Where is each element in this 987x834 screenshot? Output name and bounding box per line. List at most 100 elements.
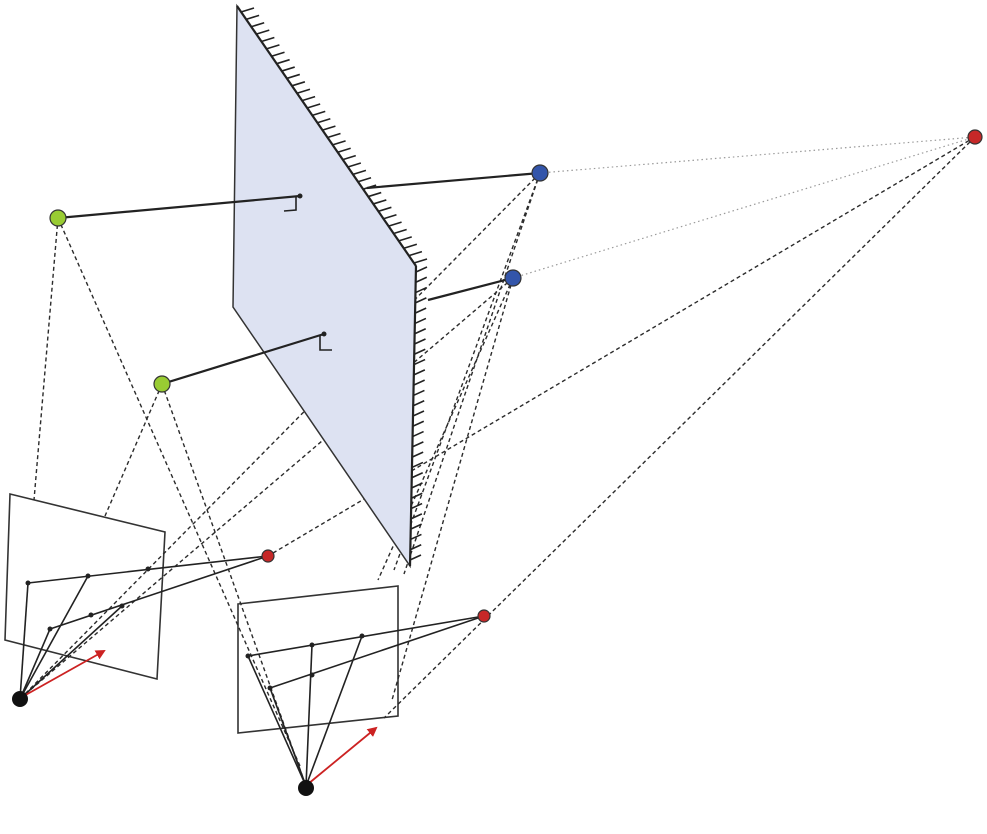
mirror-edge-top — [236, 5, 417, 267]
ray — [391, 277, 514, 701]
hatch-tick — [414, 327, 427, 335]
mirror-foot-point — [297, 193, 303, 199]
hatch-tick — [286, 73, 301, 80]
hatch-tick — [271, 51, 285, 58]
image-line — [247, 615, 485, 657]
real-point-2 — [153, 375, 171, 393]
hatch-tick — [347, 162, 362, 168]
hatch-tick — [413, 389, 425, 397]
mirror-foot-point — [321, 331, 327, 337]
hatch-tick — [240, 7, 255, 13]
camera1-image-plane — [4, 492, 166, 681]
real-point-1 — [49, 209, 67, 227]
image-point — [309, 672, 315, 678]
hatch-tick — [413, 369, 426, 376]
hatch-tick — [415, 276, 428, 284]
hatch-tick — [393, 228, 407, 235]
epipole-camera2 — [477, 609, 491, 623]
hatch-tick — [337, 147, 351, 154]
hatch-tick — [411, 461, 424, 469]
camera1-axis-arrow — [21, 650, 106, 698]
hatch-tick — [415, 297, 427, 304]
hatch-tick — [413, 358, 426, 366]
camera-ray — [19, 605, 123, 700]
dotted-ray — [512, 136, 976, 279]
hatch-tick — [412, 441, 424, 448]
image-point — [309, 642, 315, 648]
projection-rays — [19, 136, 976, 787]
camera1-center — [12, 691, 28, 707]
hatch-tick — [388, 221, 402, 227]
hatch-tick — [414, 317, 427, 325]
right-angle-mark — [319, 336, 332, 351]
camera-ray — [305, 644, 313, 787]
hatch-tick — [250, 22, 265, 28]
camera2-image-plane — [237, 585, 399, 734]
camera2-axis-arrow — [307, 726, 378, 785]
epipole-far — [967, 129, 983, 145]
hatch-tick — [411, 471, 424, 479]
camera2-lines — [245, 615, 485, 787]
camera1-lines — [19, 555, 269, 700]
real-to-mirror-line — [161, 332, 325, 386]
image-point — [88, 612, 94, 618]
hatch-tick — [312, 110, 326, 117]
image-point — [47, 626, 53, 632]
hatch-tick — [352, 169, 367, 176]
hatch-tick — [306, 103, 321, 109]
hatch-tick — [415, 266, 428, 273]
ray — [383, 136, 976, 719]
hatch-tick — [412, 430, 424, 438]
ray — [33, 217, 59, 501]
camera-ray — [19, 575, 89, 700]
image-point — [267, 685, 273, 691]
image-point — [359, 633, 365, 639]
ray — [161, 383, 307, 787]
hatch-tick — [383, 213, 397, 220]
image-point — [85, 573, 91, 579]
image-point — [245, 653, 251, 659]
virtual-point-1 — [531, 164, 549, 182]
ray — [104, 383, 163, 517]
mirror-to-virtual-line — [427, 276, 514, 302]
hatch-tick — [367, 191, 382, 198]
hatch-tick — [281, 66, 295, 72]
camera-ray — [19, 628, 51, 700]
hatch-tick — [410, 513, 423, 520]
reflection-lines — [57, 171, 541, 386]
hatch-tick — [357, 177, 372, 183]
hatch-tick — [266, 44, 280, 50]
hatch-tick — [378, 206, 392, 213]
mirror-to-virtual-line — [366, 171, 541, 190]
hatch-tick — [409, 554, 422, 561]
hatch-tick — [411, 482, 423, 489]
hatch-tick — [410, 502, 423, 510]
ray — [21, 277, 514, 698]
camera-ray — [19, 582, 29, 700]
epipole-camera1 — [261, 549, 275, 563]
hatch-tick — [322, 125, 336, 131]
hatch-tick — [409, 543, 422, 551]
hatch-tick — [414, 307, 427, 314]
camera-ray — [269, 687, 307, 787]
virtual-point-2 — [504, 269, 522, 287]
ray — [393, 172, 541, 571]
hatch-tick — [327, 132, 341, 139]
hatch-tick — [408, 250, 423, 257]
hatch-tick — [256, 29, 270, 35]
hatch-tick — [415, 286, 427, 294]
epipolar-dotted-lines — [512, 136, 976, 279]
ray — [403, 172, 541, 575]
hatch-tick — [412, 399, 425, 407]
hatch-tick — [414, 338, 426, 345]
mirror-plane — [232, 3, 417, 569]
camera-ray — [305, 635, 363, 787]
hatch-tick — [411, 451, 424, 458]
hatch-tick — [412, 420, 425, 428]
hatch-tick — [245, 14, 260, 21]
hatch-tick — [413, 258, 428, 264]
camera2-center — [298, 780, 314, 796]
real-to-mirror-line — [57, 194, 301, 220]
